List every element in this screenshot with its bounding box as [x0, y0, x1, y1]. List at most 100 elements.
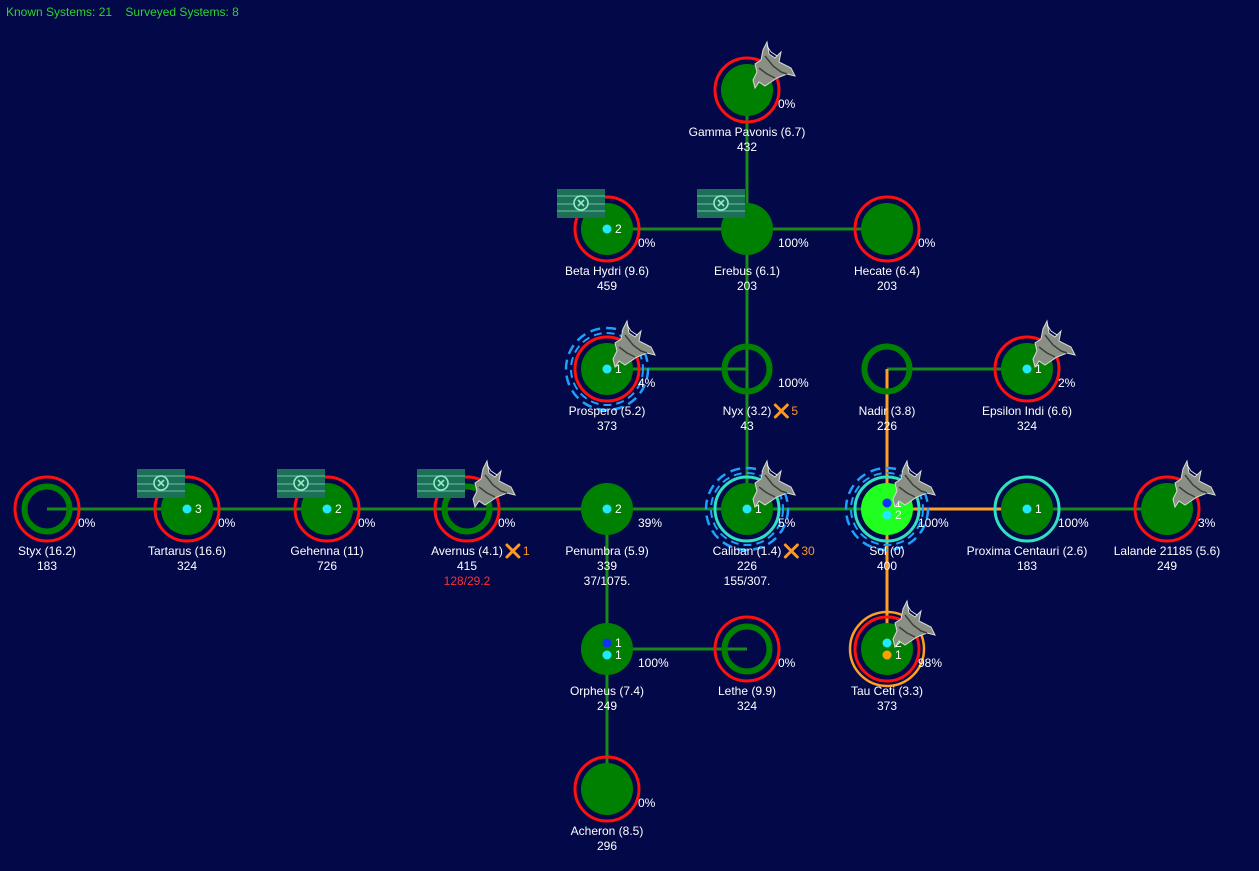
system-erebus[interactable]: 100%Erebus (6.1)203 [696, 188, 809, 293]
hostile-contact-icon[interactable]: 30 [783, 543, 815, 559]
ship-icon[interactable] [892, 600, 936, 648]
status-ring [573, 335, 641, 403]
system-resources: 128/29.2 [444, 574, 491, 588]
system-acheron[interactable]: 0%Acheron (8.5)296 [571, 755, 656, 853]
hostile-contact-icon[interactable]: 1 [505, 543, 530, 559]
system-name: Nyx (3.2) [723, 404, 772, 418]
survey-percent: 0% [638, 236, 656, 250]
survey-percent: 0% [498, 516, 516, 530]
ship-icon[interactable] [1172, 460, 1216, 508]
fleet-count: 2 [615, 502, 622, 516]
planet-icon [581, 623, 633, 675]
system-population: 249 [1157, 559, 1177, 573]
status-ring [993, 475, 1061, 543]
hostile-contact-icon[interactable]: 5 [773, 403, 798, 419]
fleet-count: 1 [615, 636, 622, 650]
system-styx[interactable]: 0%Styx (16.2)183 [13, 475, 96, 573]
map-header: Known Systems: 21 Surveyed Systems: 8 [6, 5, 249, 19]
outpost-flag-icon [416, 468, 466, 499]
surveyed-systems-count: Surveyed Systems: 8 [125, 5, 239, 19]
system-population: 226 [737, 559, 757, 573]
system-population: 400 [877, 559, 897, 573]
system-name: Orpheus (7.4) [570, 684, 644, 698]
ship-icon[interactable] [752, 41, 796, 89]
system-hecate[interactable]: 0%Hecate (6.4)203 [853, 195, 936, 293]
fleet-dot-cyan [1022, 364, 1032, 374]
system-population: 373 [877, 699, 897, 713]
system-population: 43 [740, 419, 754, 433]
system-gehenna[interactable]: 20%Gehenna (11)726 [276, 468, 376, 573]
outpost-flag-icon [136, 468, 186, 499]
survey-percent: 4% [638, 376, 656, 390]
fleet-dot-cyan [1022, 504, 1032, 514]
fleet-dot-cyan [882, 638, 892, 648]
system-population: 183 [1017, 559, 1037, 573]
fleet-count: 2 [615, 222, 622, 236]
planet-icon [861, 203, 913, 255]
system-tartarus[interactable]: 30%Tartarus (16.6)324 [136, 468, 236, 573]
system-name: Tau Ceti (3.3) [851, 684, 923, 698]
fleet-dot-cyan [602, 650, 612, 660]
planet-hollow-icon [861, 343, 913, 395]
fleet-count: 2 [895, 636, 902, 650]
system-resources: 37/1075. [584, 574, 631, 588]
system-nadir[interactable]: Nadir (3.8)226 [859, 343, 916, 434]
system-name: Caliban (1.4) [713, 544, 782, 558]
system-lalande[interactable]: 3%Lalande 21185 (5.6)249 [1114, 460, 1221, 573]
ship-icon[interactable] [892, 460, 936, 508]
ship-icon[interactable] [752, 460, 796, 508]
planet-hollow-icon [441, 483, 493, 535]
survey-percent: 100% [918, 516, 949, 530]
system-name: Acheron (8.5) [571, 824, 644, 838]
survey-percent: 0% [638, 796, 656, 810]
fleet-count: 1 [1035, 502, 1042, 516]
fleet-dot-blue [882, 498, 892, 508]
system-name: Gehenna (11) [290, 544, 363, 558]
ship-icon[interactable] [472, 460, 516, 508]
survey-percent: 100% [1058, 516, 1089, 530]
orbit-ring [848, 610, 926, 688]
fleet-dot-cyan [602, 504, 612, 514]
system-beta[interactable]: 20%Beta Hydri (9.6)459 [556, 188, 656, 293]
system-name: Gamma Pavonis (6.7) [689, 125, 806, 139]
hostile-count: 5 [791, 404, 798, 418]
system-name: Prospero (5.2) [569, 404, 646, 418]
fleet-dot-blue [602, 638, 612, 648]
ship-icon[interactable] [1032, 320, 1076, 368]
fleet-dot-cyan [602, 224, 612, 234]
survey-percent: 2% [1058, 376, 1076, 390]
system-prospero[interactable]: 14%Prospero (5.2)373 [564, 320, 656, 433]
status-ring [153, 475, 221, 543]
status-ring [713, 475, 781, 543]
system-population: 226 [877, 419, 897, 433]
system-name: Nadir (3.8) [859, 404, 916, 418]
system-population: 432 [737, 140, 757, 154]
survey-range-ring [844, 466, 930, 552]
ship-icon[interactable] [612, 320, 656, 368]
status-ring [713, 56, 781, 124]
fleet-dot-cyan [882, 510, 892, 520]
system-name: Avernus (4.1) [431, 544, 503, 558]
system-name: Styx (16.2) [18, 544, 76, 558]
survey-percent: 0% [78, 516, 96, 530]
system-epsilon[interactable]: 12%Epsilon Indi (6.6)324 [982, 320, 1076, 433]
system-name: Penumbra (5.9) [565, 544, 648, 558]
status-ring [13, 475, 81, 543]
planet-icon [581, 763, 633, 815]
system-gamma[interactable]: 0%Gamma Pavonis (6.7)432 [689, 41, 806, 154]
outpost-flag-icon [696, 188, 746, 219]
system-lethe[interactable]: 0%Lethe (9.9)324 [713, 615, 796, 713]
survey-range-ring [704, 466, 790, 552]
system-population: 203 [877, 279, 897, 293]
fleet-count: 1 [755, 502, 762, 516]
system-nyx[interactable]: 100%Nyx (3.2)435 [721, 343, 809, 434]
fleet-dot-cyan [322, 504, 332, 514]
